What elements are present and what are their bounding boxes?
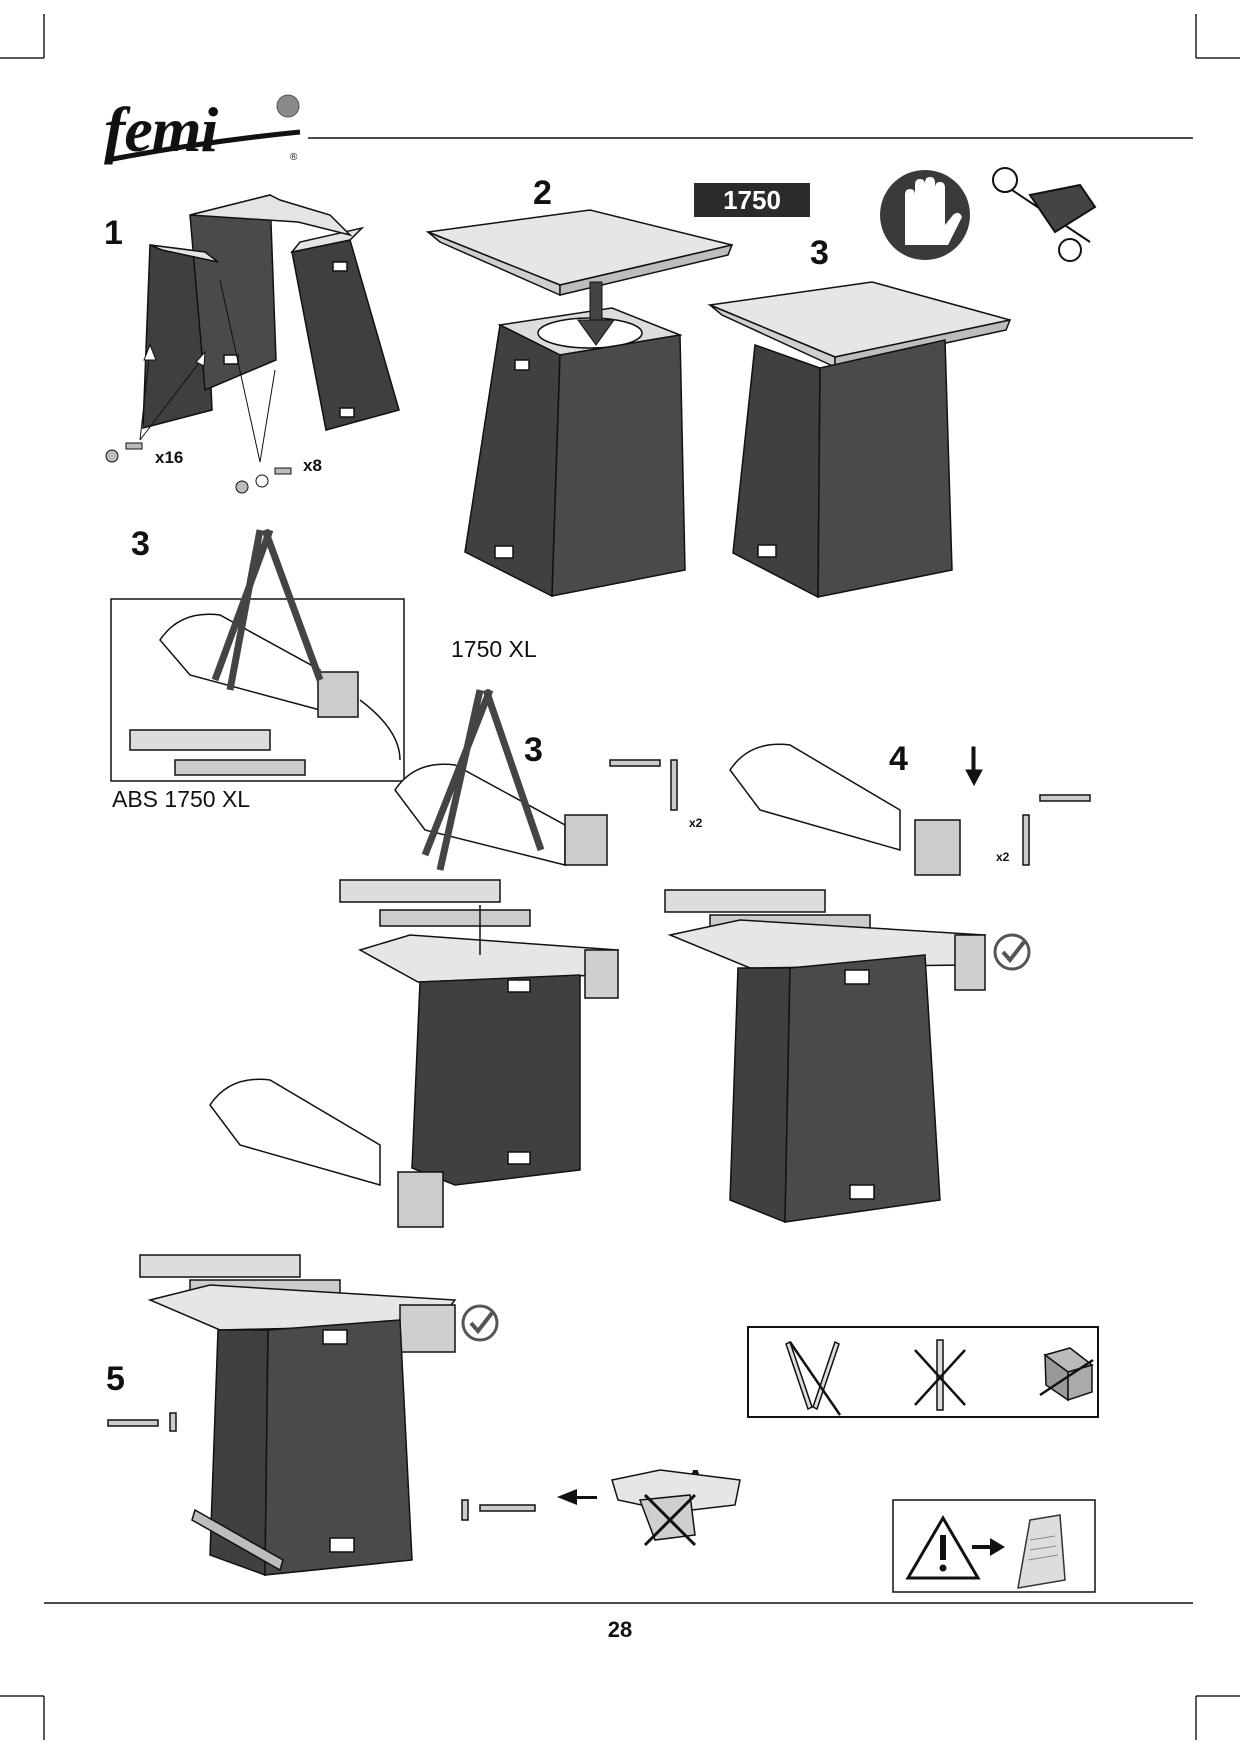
quantity-x8: x8 [303,456,322,475]
washer-icon [255,474,269,488]
wrench-icon [107,1419,159,1427]
step2-tray [425,209,734,297]
step-number-2: 2 [533,174,552,212]
quantity-x2-right: x2 [996,850,1010,864]
step3-saw [339,688,608,927]
manual-icon [1017,1514,1066,1589]
step-number-1: 1 [104,214,123,252]
gloves-icon [880,170,970,260]
step1-bolts [105,442,292,494]
step5-saw [139,1078,444,1297]
step-number-5: 5 [106,1360,125,1398]
page-number: 28 [607,1617,633,1642]
step1-panels [142,194,400,431]
wrench-icon [479,1504,536,1512]
model-label-abs-xl: ABS 1750 XL [112,786,251,812]
step4-hardware [609,759,1091,866]
step-number-3-top: 3 [810,234,829,272]
step2-arrow [577,281,615,346]
screw-icon-a [785,1340,842,1416]
step4-stand [667,919,987,1224]
wrench-icon [1039,794,1091,802]
check-mark-icon [993,933,1031,971]
left-arrow-icon [557,1489,597,1505]
abs-xl-saw [129,528,401,776]
step3-stand [358,934,620,1186]
logo-swoosh [107,129,301,163]
screw-icon-b [914,1339,966,1411]
step3-assembled [707,281,1012,599]
bolt-icon [169,1412,177,1432]
model-badge: 1750 [694,183,810,217]
nut-icon [235,480,249,494]
step5-hardware [107,1412,536,1521]
bolt-icon [461,1499,469,1521]
box-icon [1039,1347,1094,1402]
quantity-x2-left: x2 [689,816,703,830]
quantity-x16: x16 [155,448,184,467]
step-number-3-mid: 3 [524,731,543,769]
bolt-icon [125,442,143,450]
bolt-icon [274,467,292,475]
bolt-icon [1022,814,1030,866]
crop-marks [0,14,1240,1740]
bolt-icon [670,759,678,811]
step2-stand [464,307,686,598]
nut-icon [105,449,119,463]
check-mark-icon [461,1304,499,1342]
abs-xl-box [110,598,405,782]
logo-dot [276,94,300,118]
registered-mark: ® [290,152,298,163]
step1-arrows [139,279,276,463]
step4-saw [664,743,961,932]
step-number-3-left: 3 [131,525,150,563]
wrench-screwdriver-icon [992,167,1097,262]
step-number-4: 4 [889,740,908,778]
manual-icon [611,1469,741,1547]
wrench-icon [609,759,661,767]
arrow-right-icon [972,1538,1005,1556]
step5-stand [147,1284,457,1577]
warning-triangle-icon [905,1515,981,1580]
down-arrow-icon [965,746,983,787]
model-label-xl: 1750 XL [451,636,537,662]
